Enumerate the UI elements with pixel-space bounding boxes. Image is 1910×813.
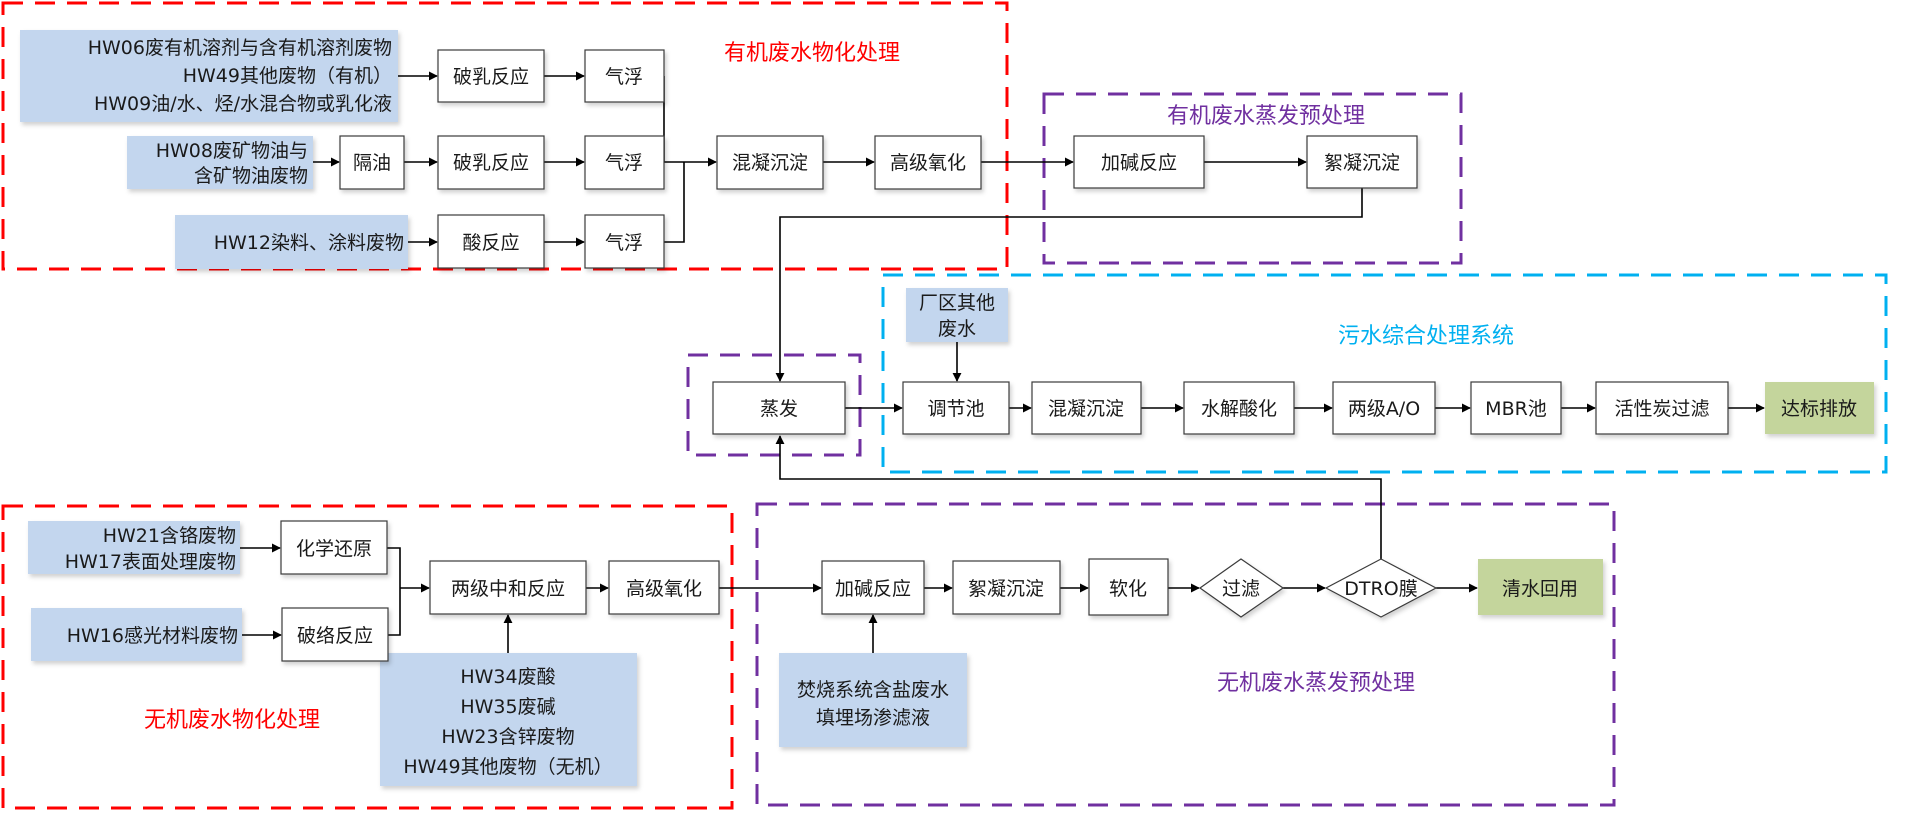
svg-text:气浮: 气浮 (605, 232, 643, 254)
svg-text:清水回用: 清水回用 (1502, 578, 1578, 600)
group-inorganic-evap-pre (755, 502, 1616, 807)
svg-text:活性炭过滤: 活性炭过滤 (1614, 398, 1709, 420)
source-inorg4-line2: 填埋场渗滤液 (816, 707, 930, 729)
group-sewage-system (881, 273, 1888, 474)
source-org1-line2: HW49其他废物（有机） (183, 65, 392, 87)
source-org3: HW12染料、涂料废物 (175, 215, 408, 269)
node-oil-separation: 隔油 (339, 135, 405, 190)
source-plant-line2: 废水 (938, 318, 976, 340)
source-inorg1: HW21含铬废物 HW17表面处理废物 (28, 521, 240, 574)
edge-floc-evap (775, 188, 1363, 382)
node-flocculation-organic: 絮凝沉淀 (1306, 135, 1418, 189)
svg-text:高级氧化: 高级氧化 (626, 578, 702, 600)
source-inorg3-line4: HW49其他废物（无机） (403, 756, 612, 778)
node-hydrolysis-acidification: 水解酸化 (1183, 381, 1295, 435)
node-demulsify-2: 破乳反应 (437, 135, 545, 190)
source-inorg1-line2: HW17表面处理废物 (65, 551, 236, 573)
svg-text:混凝沉淀: 混凝沉淀 (1048, 398, 1124, 420)
source-org2: HW08废矿物油与 含矿物油废物 (127, 136, 313, 189)
node-two-stage-neutralization: 两级中和反应 (429, 560, 587, 615)
source-inorg3-line2: HW35废碱 (460, 696, 555, 718)
svg-text:絮凝沉淀: 絮凝沉淀 (1324, 152, 1400, 174)
svg-text:两级A/O: 两级A/O (1348, 398, 1420, 420)
source-inorg4-line1: 焚烧系统含盐废水 (797, 679, 949, 701)
node-filtration: 过滤 (1198, 558, 1285, 618)
svg-text:破络反应: 破络反应 (297, 625, 373, 647)
svg-text:酸反应: 酸反应 (462, 232, 519, 254)
node-flotation-1: 气浮 (584, 49, 665, 103)
node-complex-breaking: 破络反应 (281, 607, 389, 662)
svg-text:过滤: 过滤 (1222, 578, 1260, 600)
source-inorg1-line1: HW21含铬废物 (103, 525, 236, 547)
node-flocculation-inorganic: 絮凝沉淀 (952, 560, 1061, 615)
source-plant-line1: 厂区其他 (919, 292, 995, 314)
svg-text:加碱反应: 加碱反应 (835, 578, 911, 600)
svg-text:气浮: 气浮 (605, 66, 643, 88)
node-advanced-oxidation-organic: 高级氧化 (874, 135, 982, 190)
svg-text:混凝沉淀: 混凝沉淀 (732, 152, 808, 174)
edge-dtro-evap (775, 435, 1382, 559)
svg-text:气浮: 气浮 (605, 152, 643, 174)
svg-text:两级中和反应: 两级中和反应 (451, 578, 565, 600)
svg-text:MBR池: MBR池 (1485, 398, 1547, 420)
node-chemical-reduction: 化学还原 (280, 520, 388, 575)
svg-text:破乳反应: 破乳反应 (453, 152, 529, 174)
node-alkali-reaction-organic: 加碱反应 (1073, 135, 1205, 189)
node-demulsify-1: 破乳反应 (437, 49, 545, 103)
edge-reduce-merge (387, 547, 401, 636)
source-org2-line1: HW08废矿物油与 (156, 140, 308, 162)
svg-text:水解酸化: 水解酸化 (1201, 398, 1277, 420)
node-acid-reaction: 酸反应 (437, 214, 545, 269)
svg-text:达标排放: 达标排放 (1781, 398, 1857, 420)
node-evaporation: 蒸发 (712, 381, 846, 435)
node-mbr-tank: MBR池 (1470, 381, 1562, 435)
svg-text:絮凝沉淀: 絮凝沉淀 (968, 578, 1044, 600)
source-inorg3-line3: HW23含锌废物 (441, 726, 574, 748)
node-softening: 软化 (1088, 558, 1169, 616)
node-flotation-3: 气浮 (584, 214, 665, 269)
group-inorganic-physchem (1, 504, 734, 810)
source-org1-line1: HW06废有机溶剂与含有机溶剂废物 (88, 37, 392, 59)
node-coagulation-organic: 混凝沉淀 (716, 135, 824, 190)
svg-text:隔油: 隔油 (353, 152, 391, 174)
source-org1: HW06废有机溶剂与含有机溶剂废物 HW49其他废物（有机） HW09油/水、烃… (20, 30, 398, 122)
group-title-sewage-system: 污水综合处理系统 (1338, 324, 1514, 349)
source-inorg4: 焚烧系统含盐废水 填埋场渗滤液 (779, 653, 967, 747)
group-title-inorganic-physchem: 无机废水物化处理 (144, 708, 320, 733)
node-activated-carbon-filter: 活性炭过滤 (1595, 381, 1729, 435)
group-evaporation (686, 353, 862, 457)
group-organic-evap-pre (1042, 92, 1463, 265)
group-title-organic-evap-pre: 有机废水蒸发预处理 (1167, 104, 1365, 129)
svg-text:化学还原: 化学还原 (296, 538, 372, 560)
group-title-inorganic-evap-pre: 无机废水蒸发预处理 (1217, 671, 1415, 696)
svg-text:蒸发: 蒸发 (760, 398, 798, 420)
group-organic-physchem (1, 1, 1009, 271)
source-org3-line1: HW12染料、涂料废物 (214, 232, 404, 254)
source-inorg2: HW16感光材料废物 (31, 608, 242, 661)
source-org2-line2: 含矿物油废物 (194, 165, 308, 187)
edge-float3-merge (664, 162, 685, 243)
node-coagulation-sewage: 混凝沉淀 (1031, 381, 1142, 435)
node-equalization-tank: 调节池 (902, 381, 1010, 435)
node-two-stage-ao: 两级A/O (1332, 381, 1436, 435)
source-inorg3-line1: HW34废酸 (460, 666, 555, 688)
source-inorg2-line1: HW16感光材料废物 (67, 625, 238, 647)
svg-text:加碱反应: 加碱反应 (1101, 152, 1177, 174)
source-org1-line3: HW09油/水、烃/水混合物或乳化液 (94, 93, 392, 115)
svg-text:破乳反应: 破乳反应 (453, 66, 529, 88)
svg-text:DTRO膜: DTRO膜 (1344, 578, 1417, 600)
source-inorg3: HW34废酸 HW35废碱 HW23含锌废物 HW49其他废物（无机） (380, 653, 637, 786)
node-clean-water-reuse: 清水回用 (1478, 559, 1603, 615)
svg-text:软化: 软化 (1109, 578, 1147, 600)
source-plant: 厂区其他 废水 (906, 288, 1008, 342)
node-compliant-discharge: 达标排放 (1765, 382, 1874, 434)
node-dtro-membrane: DTRO膜 (1324, 558, 1438, 618)
svg-text:高级氧化: 高级氧化 (890, 152, 966, 174)
group-title-organic-physchem: 有机废水物化处理 (724, 41, 900, 66)
node-advanced-oxidation-inorganic: 高级氧化 (608, 560, 720, 615)
svg-text:调节池: 调节池 (927, 398, 984, 420)
node-flotation-2: 气浮 (584, 135, 665, 190)
node-alkali-reaction-inorganic: 加碱反应 (821, 560, 925, 615)
